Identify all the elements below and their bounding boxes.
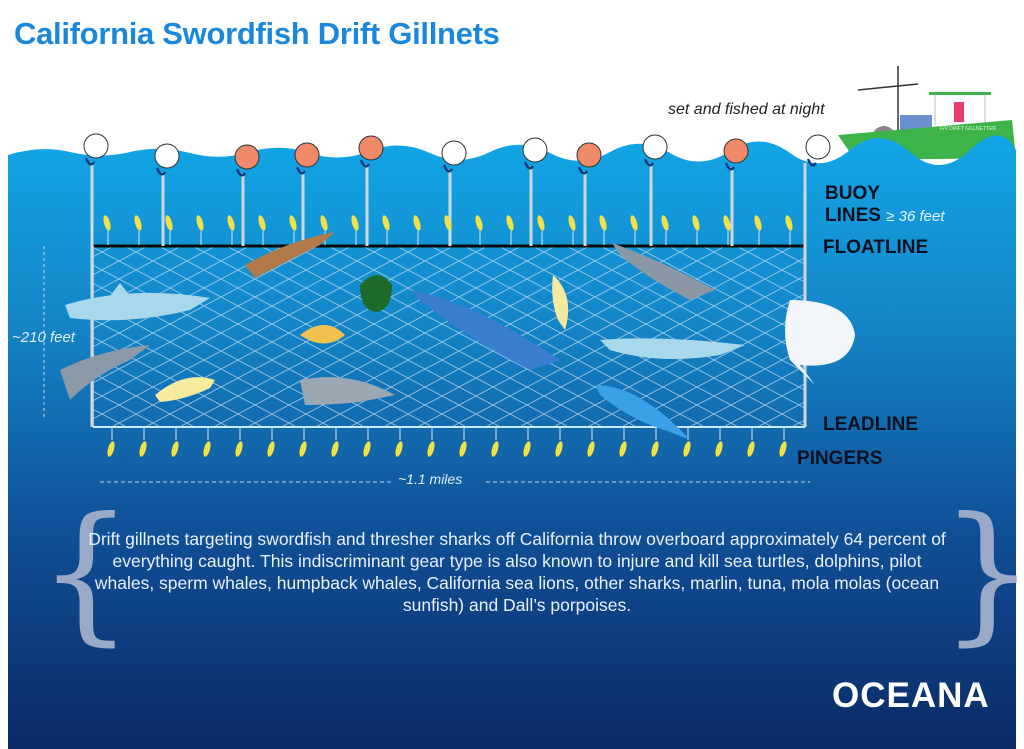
pinger-icon — [651, 428, 659, 457]
pinger-icon — [619, 428, 627, 457]
gillnet-mesh — [93, 246, 805, 427]
buoy-white — [522, 137, 548, 246]
pinger-icon — [537, 215, 545, 245]
pinger-icon — [413, 215, 421, 245]
pinger-icon — [599, 215, 607, 245]
sea-turtle-icon — [360, 275, 392, 312]
boat-name: F/V DRIFT GILLNETTER — [940, 126, 996, 132]
pinger-icon — [382, 215, 390, 245]
right-brace: } — [940, 498, 1024, 648]
buoy-white — [803, 134, 831, 427]
pinger-icon — [444, 215, 452, 245]
fish-icon — [300, 325, 345, 344]
dolphin-icon — [595, 385, 690, 440]
shark-icon — [600, 338, 745, 359]
buoy-white — [441, 140, 467, 246]
pinger-icon — [587, 428, 595, 457]
pinger-icon — [506, 215, 514, 245]
leadline-label: LEADLINE — [823, 414, 918, 435]
left-brace: { — [38, 486, 134, 660]
pinger-icon — [661, 215, 669, 245]
pinger-icon — [351, 215, 359, 245]
pinger-icon — [258, 215, 266, 245]
shark-icon — [65, 283, 210, 321]
pinger-icon — [203, 428, 211, 457]
pinger-icon — [134, 215, 142, 245]
pinger-icon — [747, 428, 755, 457]
pinger-icon — [235, 428, 243, 457]
pinger-icon — [785, 215, 793, 245]
description-text: Drift gillnets targeting swordfish and t… — [88, 529, 946, 615]
pinger-icon — [107, 428, 115, 457]
pinger-icon — [289, 215, 297, 245]
buoy-orange — [358, 135, 384, 246]
pinger-icon — [139, 428, 147, 457]
mola-mola-icon — [785, 300, 855, 385]
buoy-label: BUOY — [825, 183, 880, 204]
net-length-label: ~1.1 miles — [398, 471, 463, 487]
pinger-icon — [331, 428, 339, 457]
buoy-white — [154, 143, 180, 246]
buoy-orange — [723, 138, 749, 246]
pinger-icon — [754, 215, 762, 245]
swordfish-icon — [410, 290, 560, 370]
pinger-icon — [299, 428, 307, 457]
pinger-icon — [196, 215, 204, 245]
tuna-icon — [552, 275, 569, 330]
net-depth-label: ~210 feet — [12, 329, 75, 346]
buoy-white — [83, 133, 109, 427]
shark-icon — [60, 345, 150, 400]
tuna-icon — [155, 377, 215, 402]
floatline-label: FLOATLINE — [823, 237, 929, 258]
pinger-icon — [555, 428, 563, 457]
pinger-icon — [227, 215, 235, 245]
night-annotation: set and fished at night — [668, 101, 825, 118]
buoy-white — [642, 134, 668, 246]
buoy-orange — [576, 142, 602, 246]
pinger-icon — [103, 215, 111, 245]
pinger-icon — [395, 428, 403, 457]
pinger-icon — [363, 428, 371, 457]
buoy-orange — [294, 142, 320, 246]
page-title: California Swordfish Drift Gillnets — [14, 16, 500, 51]
pinger-icon — [723, 215, 731, 245]
pinger-icon — [165, 215, 173, 245]
oceana-logo: OCEANA — [832, 676, 990, 715]
pinger-icon — [267, 428, 275, 457]
pinger-icon — [523, 428, 531, 457]
pinger-icon — [630, 215, 638, 245]
pinger-icon — [475, 215, 483, 245]
pinger-icon — [459, 428, 467, 457]
shark-icon — [300, 377, 395, 405]
pinger-icon — [715, 428, 723, 457]
buoy-lines-label: BUOY LINES ≥ 36 feet — [825, 183, 945, 228]
pinger-icon — [568, 215, 576, 245]
pinger-icon — [427, 428, 435, 457]
shark-icon — [612, 243, 715, 300]
lines-label: LINES — [825, 205, 881, 226]
animals — [60, 232, 855, 440]
buoy-line-length: ≥ 36 feet — [886, 208, 945, 225]
pinger-icon — [779, 428, 787, 457]
pinger-icon — [171, 428, 179, 457]
thresher-shark-icon — [245, 232, 335, 278]
pingers-label: PINGERS — [797, 448, 883, 469]
pinger-icon — [692, 215, 700, 245]
pinger-icon — [491, 428, 499, 457]
buoy-orange — [234, 144, 260, 246]
